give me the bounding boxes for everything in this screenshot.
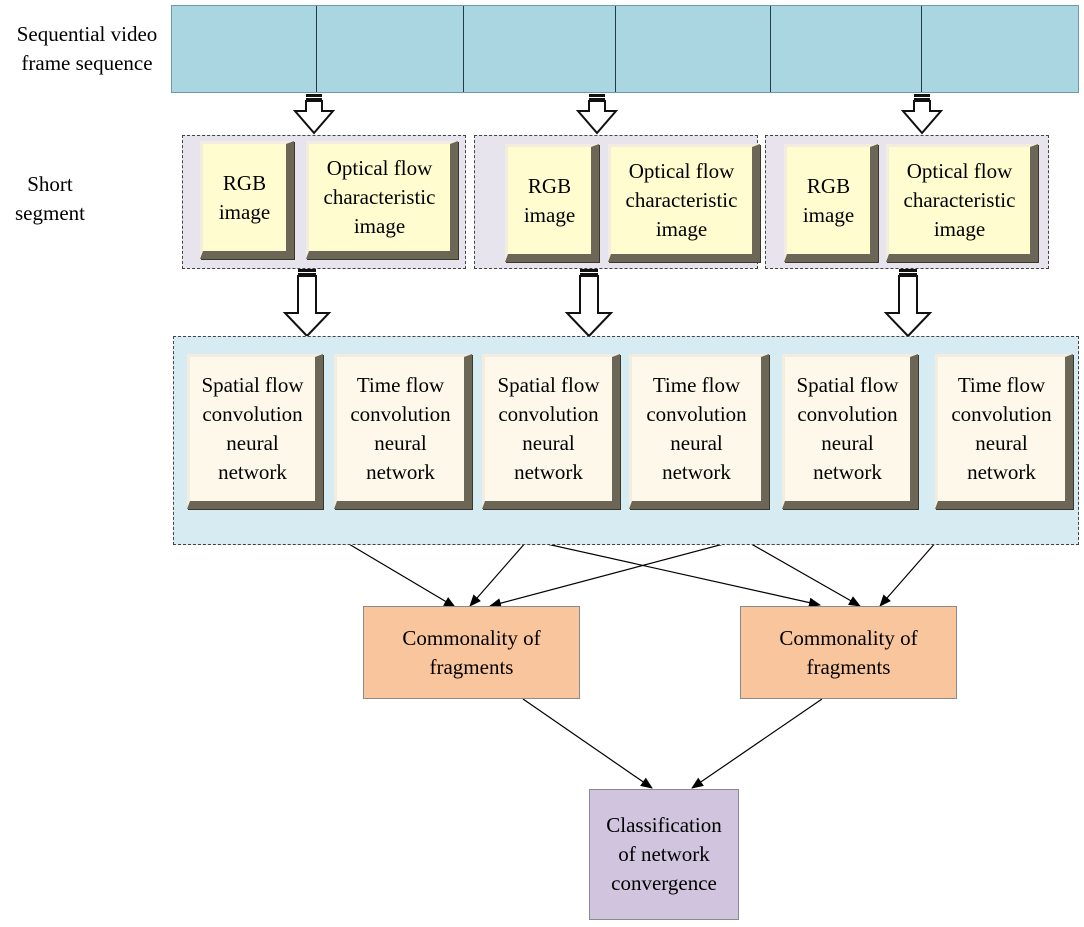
network-group — [173, 336, 1079, 545]
hollow-arrow-segment-to-networks-1 — [282, 269, 332, 338]
video-frame — [172, 6, 317, 92]
arrow-common-2-to-classification — [691, 698, 823, 789]
hollow-arrows — [282, 94, 944, 338]
video-frame — [771, 6, 923, 92]
hollow-arrow-segment-to-networks-3 — [883, 269, 933, 338]
arrow-common-1-to-classification — [522, 698, 653, 789]
video-frame-strip — [171, 5, 1079, 93]
video-frame — [464, 6, 617, 92]
video-frame — [317, 6, 465, 92]
video-frame — [616, 6, 771, 92]
hollow-arrow-segment-to-networks-2 — [564, 269, 614, 338]
hollow-arrow-frames-to-segment-3 — [900, 94, 944, 135]
hollow-arrow-frames-to-segment-1 — [292, 94, 336, 135]
hollow-arrow-frames-to-segment-2 — [575, 94, 619, 135]
